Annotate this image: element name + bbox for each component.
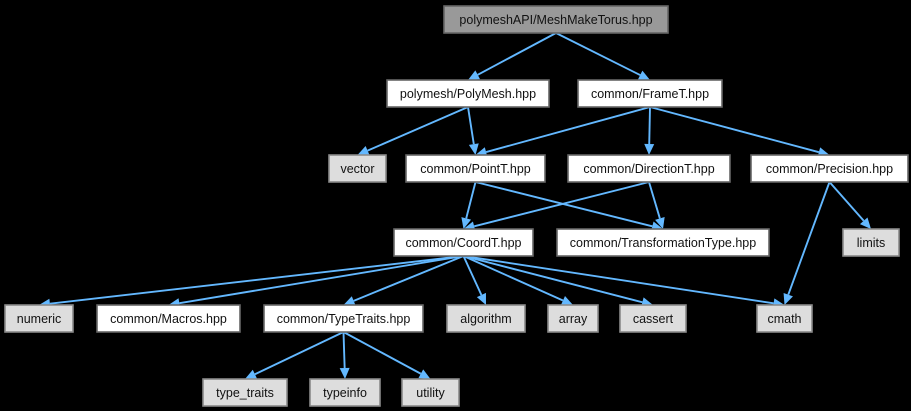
arrowhead-icon (468, 70, 481, 80)
graph-node-vector[interactable]: vector (328, 154, 387, 183)
graph-node-macros[interactable]: common/Macros.hpp (96, 304, 241, 333)
dependency-edge (353, 255, 464, 302)
arrowhead-icon (476, 292, 486, 305)
dependency-edge (463, 255, 643, 304)
node-box[interactable] (202, 378, 288, 407)
dependency-edge (179, 255, 464, 305)
node-box[interactable] (567, 154, 731, 183)
dependency-edge (467, 106, 475, 145)
graph-node-directiont[interactable]: common/DirectionT.hpp (567, 154, 731, 183)
node-box[interactable] (577, 79, 723, 108)
arrowhead-icon (783, 292, 793, 305)
dependency-edge (828, 181, 865, 222)
graph-node-pointt[interactable]: common/PointT.hpp (405, 154, 546, 183)
arrowhead-icon (339, 367, 350, 379)
graph-node-array[interactable]: array (547, 304, 599, 333)
node-box[interactable] (386, 79, 550, 108)
dependency-edge (555, 32, 641, 76)
graph-node-typeinfo[interactable]: typeinfo (309, 378, 381, 407)
node-box[interactable] (443, 5, 669, 34)
arrowhead-icon (655, 217, 665, 229)
arrowhead-icon (560, 295, 573, 306)
graph-node-precision[interactable]: common/Precision.hpp (750, 154, 909, 183)
graph-node-transform[interactable]: common/TransformationType.hpp (556, 228, 770, 257)
dependency-edge (342, 331, 346, 369)
node-box[interactable] (309, 378, 381, 407)
graph-node-typetraits[interactable]: common/TypeTraits.hpp (263, 304, 424, 333)
node-box[interactable] (405, 154, 546, 183)
dependency-edge (463, 255, 564, 302)
arrowhead-icon (859, 217, 871, 229)
graph-node-cassert[interactable]: cassert (619, 304, 687, 333)
graph-node-type_traits[interactable]: type_traits (202, 378, 288, 407)
arrowhead-icon (245, 369, 258, 379)
dependency-edge (49, 255, 464, 305)
dependency-edge (648, 106, 651, 145)
node-box[interactable] (842, 228, 900, 257)
arrowhead-icon (461, 217, 472, 229)
node-box[interactable] (756, 304, 813, 333)
dependency-edge (463, 255, 774, 305)
arrowhead-icon (418, 369, 431, 379)
node-box[interactable] (750, 154, 909, 183)
dependency-edge (787, 181, 831, 295)
dependency-edge (367, 106, 469, 152)
graph-node-algorithm[interactable]: algorithm (446, 304, 526, 333)
dependency-edge (462, 255, 483, 296)
dependency-edge (485, 106, 651, 153)
arrowhead-icon (343, 296, 356, 306)
node-box[interactable] (547, 304, 599, 333)
node-box[interactable] (446, 304, 526, 333)
dependency-edge (649, 106, 820, 154)
graph-node-limits[interactable]: limits (842, 228, 900, 257)
graph-node-polymesh[interactable]: polymesh/PolyMesh.hpp (386, 79, 550, 108)
arrowhead-icon (468, 143, 479, 155)
arrowhead-icon (637, 70, 650, 80)
node-box[interactable] (393, 228, 534, 257)
node-layer: polymeshAPI/MeshMakeTorus.hpp polymesh/Po… (4, 5, 909, 407)
dependency-edge (477, 32, 557, 76)
node-box[interactable] (263, 304, 424, 333)
node-box[interactable] (96, 304, 241, 333)
graph-node-cmath[interactable]: cmath (756, 304, 813, 333)
node-box[interactable] (619, 304, 687, 333)
graph-node-coordt[interactable]: common/CoordT.hpp (393, 228, 534, 257)
dependency-edge (473, 181, 650, 228)
node-box[interactable] (4, 304, 74, 333)
node-box[interactable] (556, 228, 770, 257)
arrowhead-icon (644, 143, 655, 155)
graph-node-numeric[interactable]: numeric (4, 304, 74, 333)
dependency-edge (254, 331, 344, 376)
node-box[interactable] (328, 154, 387, 183)
node-box[interactable] (401, 378, 460, 407)
graph-node-framet[interactable]: common/FrameT.hpp (577, 79, 723, 108)
edge-layer (39, 32, 871, 379)
dependency-edge (465, 181, 477, 219)
graph-node-utility[interactable]: utility (401, 378, 460, 407)
graph-node-root[interactable]: polymeshAPI/MeshMakeTorus.hpp (443, 5, 669, 34)
dependency-edge (343, 331, 422, 375)
dependency-edge (648, 181, 661, 219)
arrowhead-icon (357, 146, 370, 156)
